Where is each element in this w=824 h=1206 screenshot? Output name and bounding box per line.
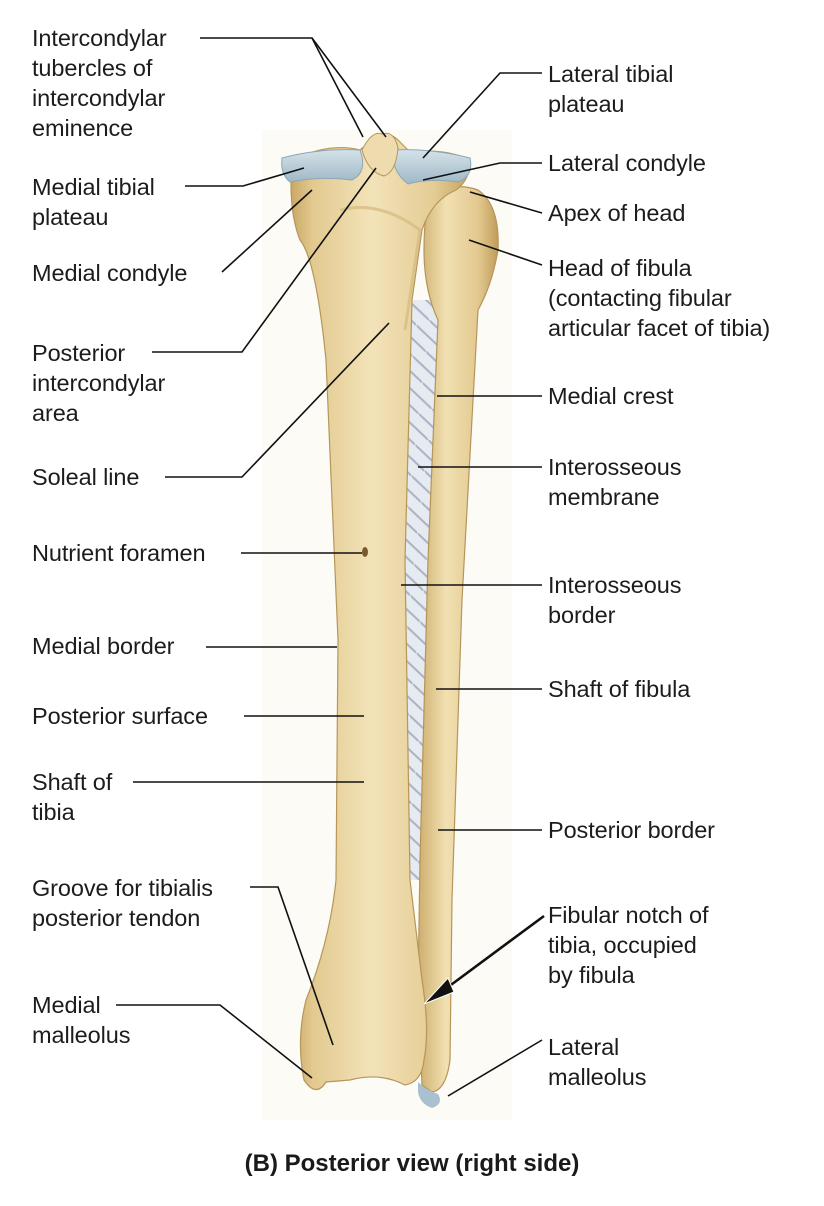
label-soleal-line: Soleal line: [32, 464, 140, 490]
nutrient-foramen-dot: [362, 547, 368, 557]
label-intercondylar-tubercles: Intercondylar tubercles of intercondylar…: [32, 25, 167, 141]
label-lateral-tibial-plateau: Lateral tibial plateau: [548, 61, 674, 117]
label-shaft-of-tibia: Shaft of tibia: [32, 769, 113, 825]
label-medial-tibial-plateau: Medial tibial plateau: [32, 174, 155, 230]
label-medial-condyle: Medial condyle: [32, 260, 188, 286]
figure-caption: (B) Posterior view (right side): [244, 1150, 580, 1177]
label-head-of-fibula: Head of fibula (contacting fibular artic…: [548, 255, 771, 341]
label-groove-tibialis-posterior: Groove for tibialis posterior tendon: [32, 875, 213, 931]
fibula-shape: [417, 186, 499, 1093]
label-medial-malleolus: Medial malleolus: [32, 992, 131, 1048]
label-lateral-malleolus: Lateral malleolus: [548, 1034, 647, 1090]
label-apex-of-head: Apex of head: [548, 200, 686, 226]
label-fibular-notch: Fibular notch of tibia, occupied by fibu…: [548, 902, 709, 988]
lateral-plateau-shape: [391, 149, 472, 185]
medial-plateau-shape: [281, 149, 364, 183]
label-interosseous-membrane: Interosseous membrane: [548, 454, 682, 510]
label-lateral-condyle: Lateral condyle: [548, 150, 706, 176]
arrowhead-icon: [423, 977, 455, 1005]
label-posterior-border: Posterior border: [548, 817, 715, 843]
label-medial-border: Medial border: [32, 633, 175, 659]
label-posterior-surface: Posterior surface: [32, 703, 208, 729]
label-posterior-intercondylar-area: Posterior intercondylar area: [32, 340, 166, 426]
intercondylar-eminence-shape: [361, 132, 399, 177]
label-shaft-of-fibula: Shaft of fibula: [548, 676, 691, 702]
lateral-malleolus-cartilage: [418, 1082, 440, 1108]
fibular-notch-arrow: [435, 914, 545, 998]
label-medial-crest: Medial crest: [548, 383, 674, 409]
label-interosseous-border: Interosseous border: [548, 572, 682, 628]
leader-lines: [116, 37, 543, 1097]
label-nutrient-foramen: Nutrient foramen: [32, 540, 206, 566]
